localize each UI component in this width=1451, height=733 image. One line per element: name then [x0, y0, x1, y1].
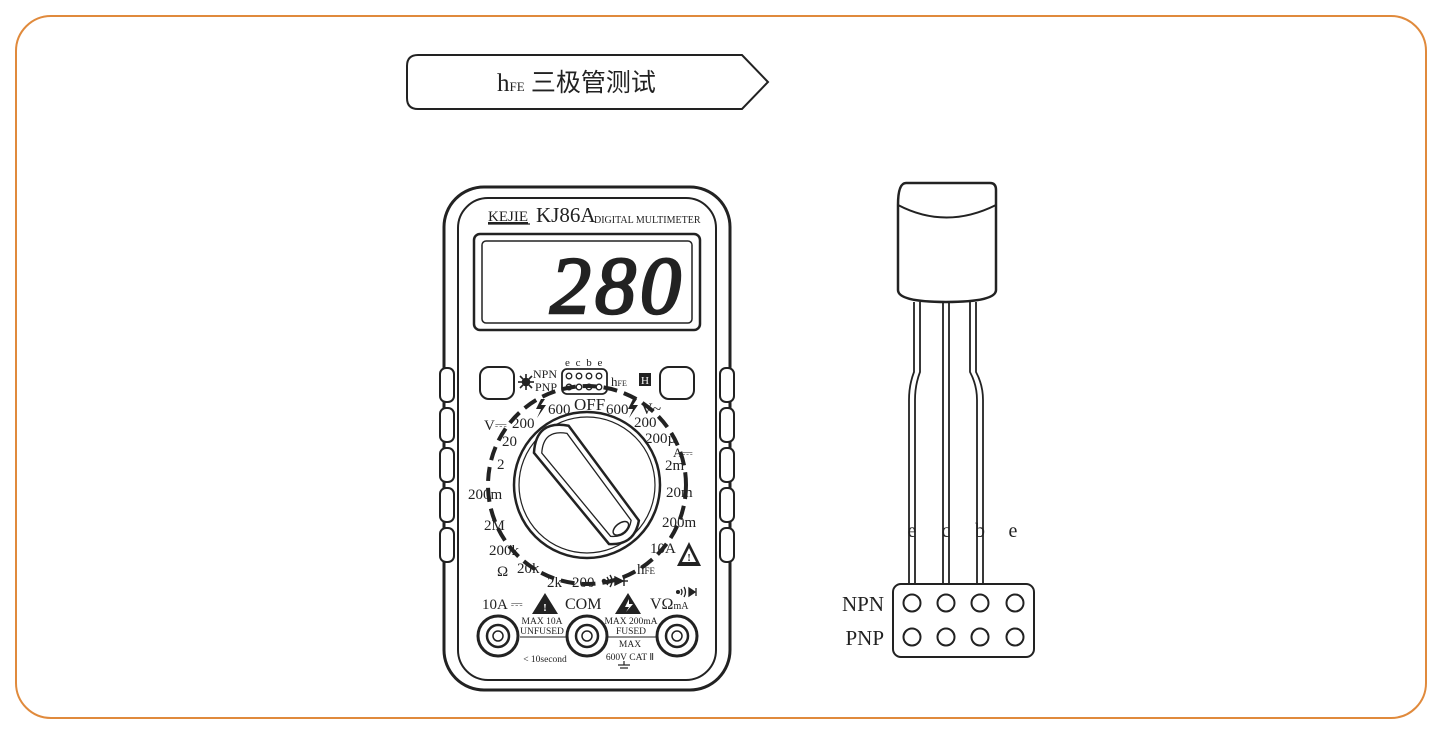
title-text: 三极管测试	[525, 69, 656, 97]
lightning-icon	[628, 399, 638, 418]
dial-600-left: 600	[548, 402, 571, 418]
jack-max: MAX	[619, 640, 641, 650]
lcd-screen	[481, 240, 693, 324]
meter-npn: NPN	[533, 367, 557, 381]
jack-max10: MAX 10A	[522, 617, 563, 627]
transistor: e c b e NPN PNP	[842, 181, 1035, 658]
jack-max200: MAX 200mA	[604, 617, 657, 627]
dial-pointer[interactable]	[526, 416, 646, 553]
ground-icon	[618, 661, 630, 669]
dial-ohm-2M: 2M	[484, 518, 505, 534]
title-banner: hFE 三极管测试	[406, 54, 770, 110]
lightning-icon	[536, 399, 546, 418]
lead-label-c: c	[942, 520, 951, 542]
dial-a-200m: 200m	[662, 515, 697, 531]
title-h: h	[497, 70, 510, 97]
jack-cat: 600V CAT Ⅱ	[606, 653, 654, 663]
jack-vohm-label: VΩmA	[650, 596, 689, 613]
dial-ohm-2k: 2k	[547, 575, 563, 591]
transistor-leads	[908, 302, 984, 590]
socket-holes	[902, 593, 1025, 647]
light-button[interactable]	[479, 366, 515, 400]
socket-npn-label: NPN	[842, 592, 884, 616]
jack-fused: FUSED	[616, 627, 646, 637]
dial-off: OFF	[574, 395, 605, 414]
hold-icon	[639, 373, 651, 386]
dial-hfe: hFE	[637, 562, 656, 578]
transistor-body	[896, 181, 998, 304]
lead-label-b: b	[975, 520, 985, 542]
lead-label-e: e	[908, 520, 917, 542]
dial-vdc: V⎓	[484, 418, 507, 434]
socket-pins: e c b e	[565, 357, 604, 369]
transistor-socket[interactable]	[892, 583, 1035, 658]
svg-text:!: !	[687, 553, 690, 564]
dial-tick-ring	[486, 384, 688, 586]
meter-model-sub: DIGITAL MULTIMETER	[594, 215, 701, 226]
dial-ohm-200k: 200k	[489, 543, 520, 559]
jack-com[interactable]	[565, 614, 609, 658]
dial-vac: V~	[641, 401, 662, 418]
warning-icon: !	[532, 593, 558, 614]
dial-adc: A⎓	[673, 445, 693, 460]
jack-10a[interactable]	[476, 614, 520, 658]
hold-label: H	[641, 375, 649, 387]
warning-icon: !	[677, 542, 701, 566]
socket-pnp-label: PNP	[845, 626, 884, 650]
warning-icon	[615, 593, 641, 614]
lcd-reading: 280	[550, 240, 685, 331]
jack-unfused: UNFUSED	[520, 627, 564, 637]
dial-vdc-200: 200	[512, 416, 535, 432]
side-grips	[439, 367, 735, 563]
dial-a-20m: 20m	[666, 485, 693, 501]
diagram-frame	[15, 15, 1427, 719]
socket-hfe-label: hFE	[611, 374, 627, 389]
dial-a-200u: 200µ	[645, 431, 677, 447]
dial-a-10A: 10A	[650, 541, 676, 557]
dial-ohm-20k: 20k	[517, 561, 540, 577]
dial-vdc-2: 2	[497, 457, 505, 473]
meter-brand: KEJIE	[488, 209, 528, 225]
jack-10a-label: 10A ⎓	[482, 597, 523, 613]
buzzer-diode-icon	[675, 586, 697, 598]
lead-label-e2: e	[1009, 520, 1018, 542]
multimeter: KEJIE KJ86A DIGITAL MULTIMETER 280 NPN P…	[439, 185, 735, 692]
dial-ohm: Ω	[497, 564, 508, 580]
backlight-icon	[518, 374, 534, 390]
svg-text:!: !	[543, 602, 547, 614]
hold-button[interactable]	[659, 366, 695, 400]
jack-vohm[interactable]	[655, 614, 699, 658]
jack-com-label: COM	[565, 596, 601, 613]
title-sub: FE	[510, 79, 525, 94]
dial-vac-200: 200	[634, 415, 657, 431]
buzzer-diode-icon	[601, 574, 628, 588]
meter-model: KJ86A	[536, 203, 596, 227]
dial-a-2m: 2m	[665, 458, 685, 474]
dial-ohm-200: 200	[572, 575, 595, 591]
jack-seconds: < 10second	[523, 655, 567, 665]
dial-600-right: 600	[606, 402, 629, 418]
dial-vdc-20: 20	[502, 434, 517, 450]
dial-vdc-200m: 200m	[468, 487, 503, 503]
svg-text:hFE 三极管测试: hFE 三极管测试	[497, 69, 656, 97]
